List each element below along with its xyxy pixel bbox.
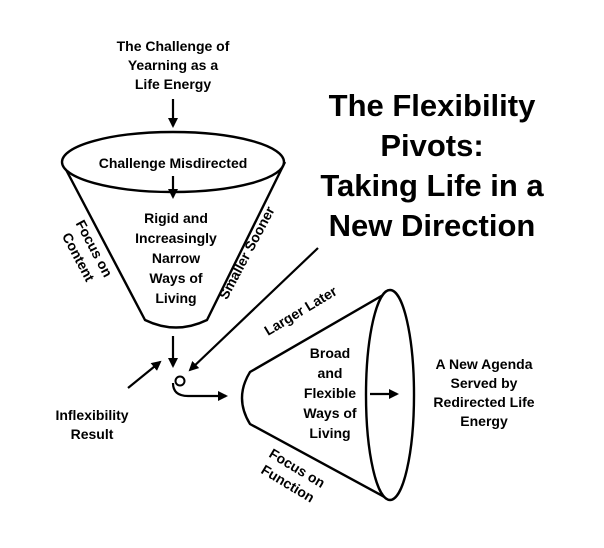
narrow-ways-line-4: Ways of [149,270,202,286]
new-agenda-line-2: Served by [451,375,518,391]
widening-funnel: Broad and Flexible Ways of Living [240,288,416,502]
new-agenda-line-1: A New Agenda [436,356,533,372]
challenge-misdirected-label: Challenge Misdirected [99,155,248,171]
broad-ways-line-3: Flexible [304,385,356,401]
challenge-label-line-1: The Challenge of [117,38,230,54]
challenge-label-line-2: Yearning as a [128,57,218,73]
new-agenda-line-3: Redirected Life [433,394,534,410]
broad-ways-line-1: Broad [310,345,350,361]
title-line-3: Taking Life in a [320,168,544,203]
arrow-pivot-to-broad-funnel [171,382,228,401]
narrow-ways-line-5: Living [155,290,196,306]
narrow-ways-line-3: Narrow [152,250,200,266]
new-agenda-line-4: Energy [460,413,508,429]
inflexibility-result-line-2: Result [71,426,114,442]
diagram-title: The Flexibility Pivots: Taking Life in a… [320,88,544,243]
widening-funnel-body [240,289,391,502]
new-agenda-label: A New Agenda Served by Redirected Life E… [433,356,534,429]
arrow-inflexibility-to-pivot [127,360,162,389]
challenge-label-line-3: Life Energy [135,76,211,92]
narrowing-funnel-body [60,161,287,329]
narrow-ways-line-2: Increasingly [135,230,217,246]
challenge-of-yearning-label: The Challenge of Yearning as a Life Ener… [117,38,230,92]
inflexibility-result-line-1: Inflexibility [55,407,128,423]
pivot-point [174,375,186,387]
narrowing-funnel: Challenge Misdirected Rigid and Increasi… [60,130,287,329]
title-line-2: Pivots: [380,128,483,163]
broad-ways-line-2: and [318,365,343,381]
broad-ways-line-5: Living [309,425,350,441]
broad-ways-line-4: Ways of [303,405,356,421]
title-line-1: The Flexibility [329,88,536,123]
arrow-title-to-pivot [188,247,319,372]
inflexibility-result-label: Inflexibility Result [55,407,128,442]
title-line-4: New Direction [329,208,536,243]
narrow-ways-line-1: Rigid and [144,210,208,226]
